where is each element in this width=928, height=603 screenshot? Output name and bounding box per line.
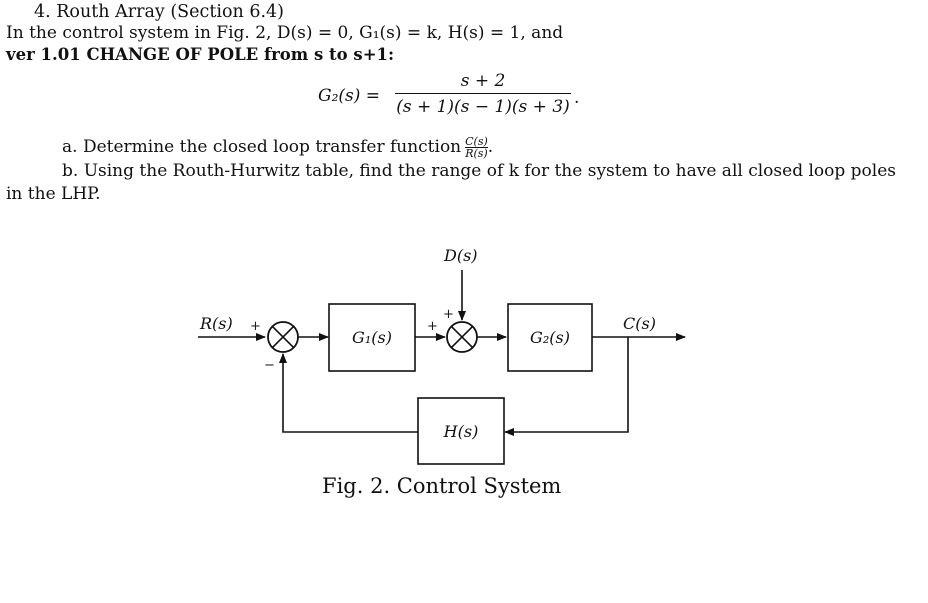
h-label: H(s) bbox=[443, 422, 479, 441]
disturbance-label: D(s) bbox=[443, 246, 478, 265]
feedback-pickoff-line bbox=[504, 337, 629, 436]
h-block bbox=[417, 397, 505, 465]
tf-numerator: C(s) bbox=[465, 135, 488, 148]
equation-denominator: (s + 1)(s − 1)(s + 3) bbox=[396, 97, 570, 117]
equation-lhs: G₂(s) = bbox=[318, 86, 381, 106]
figure-caption: Fig. 2. Control System bbox=[322, 474, 561, 498]
part-a-text: a. Determine the closed loop transfer fu… bbox=[62, 137, 462, 157]
sum1-minus-sign: − bbox=[264, 358, 275, 373]
g1-block bbox=[328, 303, 416, 372]
tf-bar bbox=[465, 147, 488, 148]
transfer-function-fraction: C(s)R(s) bbox=[465, 136, 488, 159]
output-label: C(s) bbox=[623, 314, 656, 333]
sum2-left-plus-sign: + bbox=[427, 319, 438, 334]
version-note: ver 1.01 CHANGE OF POLE from s to s+1: bbox=[6, 45, 395, 64]
fraction-bar bbox=[395, 93, 571, 94]
equation-terminator: . bbox=[574, 88, 580, 108]
part-b: b. Using the Routh-Hurwitz table, find t… bbox=[62, 161, 897, 181]
equation-numerator: s + 2 bbox=[460, 71, 506, 91]
tf-denominator: R(s) bbox=[465, 147, 488, 160]
equation-fraction: s + 2 (s + 1)(s − 1)(s + 3) bbox=[395, 70, 571, 118]
input-label: R(s) bbox=[199, 314, 233, 333]
summing-junction-1 bbox=[267, 321, 299, 353]
sum2-top-plus-sign: + bbox=[443, 307, 454, 322]
g2-label: G₂(s) bbox=[530, 328, 570, 347]
summing-junction-2 bbox=[446, 321, 478, 353]
g2-equation: G₂(s) = s + 2 (s + 1)(s − 1)(s + 3) . bbox=[318, 70, 598, 122]
part-a: a. Determine the closed loop transfer fu… bbox=[62, 136, 493, 159]
part-a-end: . bbox=[487, 137, 494, 157]
sum1-plus-sign: + bbox=[250, 319, 261, 334]
part-b-continued: in the LHP. bbox=[6, 184, 101, 204]
problem-intro: In the control system in Fig. 2, D(s) = … bbox=[6, 23, 564, 43]
feedback-return-line bbox=[279, 353, 418, 433]
g1-label: G₁(s) bbox=[352, 328, 392, 347]
g2-block bbox=[507, 303, 593, 372]
problem-heading: 4. Routh Array (Section 6.4) bbox=[34, 2, 284, 22]
